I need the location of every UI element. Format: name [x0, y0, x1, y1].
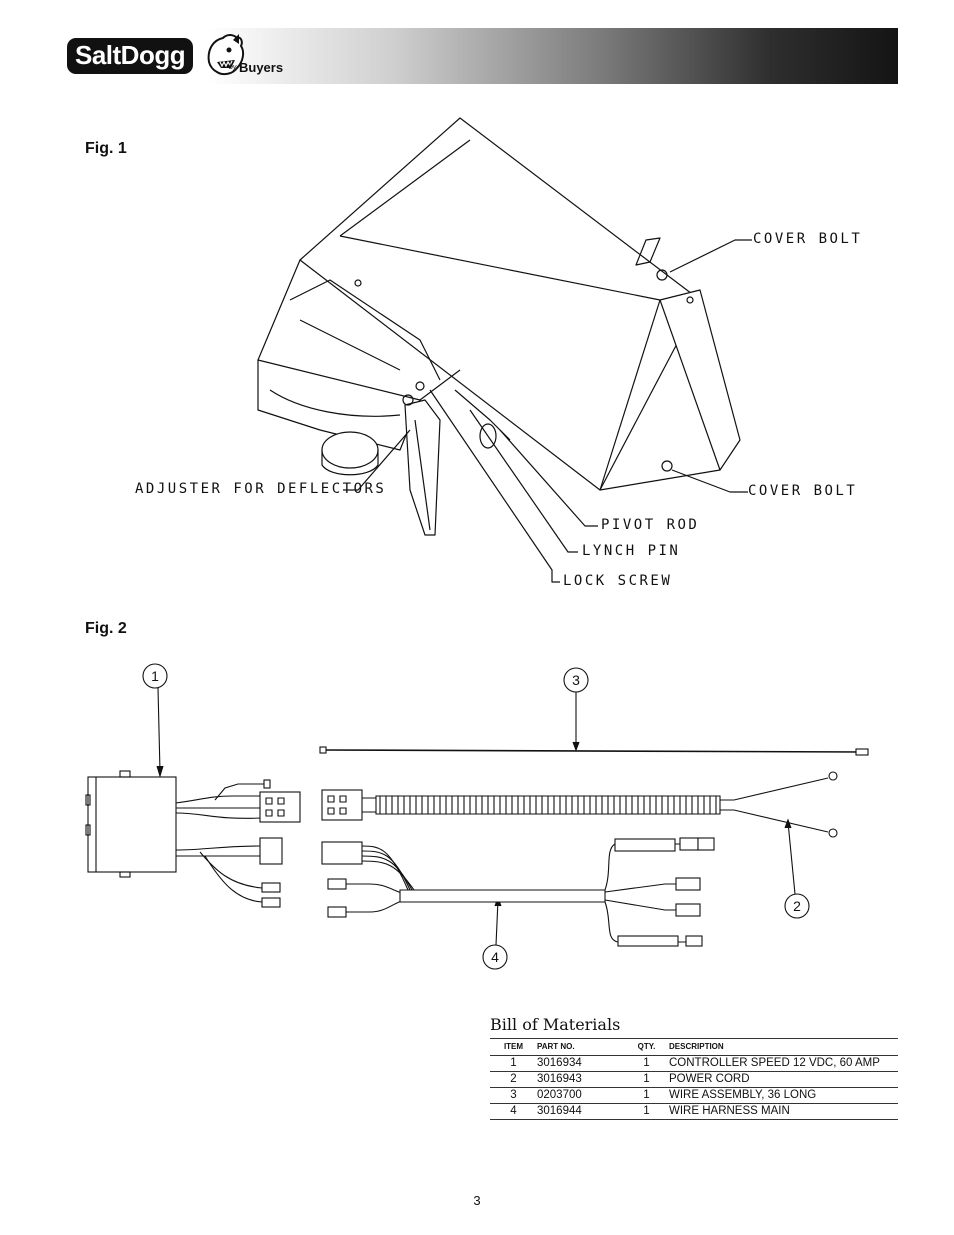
- bom-qty: 1: [624, 1087, 669, 1104]
- callout-adjuster: ADJUSTER FOR DEFLECTORS: [135, 481, 387, 497]
- bubble-1: 1: [151, 668, 159, 684]
- logo-by: by: [229, 64, 237, 71]
- callout-lynch-pin: LYNCH PIN: [582, 543, 681, 559]
- bom-table: ITEM PART NO. QTY. DESCRIPTION 1 3016934…: [490, 1038, 898, 1120]
- bom-part: 3016934: [537, 1055, 624, 1072]
- bom-header-item: ITEM: [490, 1038, 537, 1056]
- fig2-wiring-drawing: [85, 663, 869, 970]
- bubble-3: 3: [572, 672, 580, 688]
- bom-qty: 1: [624, 1055, 669, 1072]
- header-banner: SaltDogg by Buyers: [57, 28, 898, 84]
- bom-qty: 1: [624, 1071, 669, 1088]
- bom-desc: POWER CORD: [669, 1071, 898, 1088]
- fig2-label: Fig. 2: [85, 620, 127, 637]
- table-row: 4 3016944 1 WIRE HARNESS MAIN: [490, 1103, 898, 1120]
- bom-header-part: PART NO.: [537, 1038, 624, 1056]
- bubble-4: 4: [491, 949, 499, 965]
- table-row: 3 0203700 1 WIRE ASSEMBLY, 36 LONG: [490, 1087, 898, 1104]
- callout-cover-bolt-top: COVER BOLT: [753, 231, 863, 247]
- logo-name: SaltDogg: [67, 38, 194, 74]
- dog-mascot-icon: [207, 34, 245, 76]
- bom-desc: WIRE HARNESS MAIN: [669, 1103, 898, 1120]
- logo-brand: Buyers: [239, 60, 284, 75]
- bom-qty: 1: [624, 1103, 669, 1120]
- callout-pivot-rod: PIVOT ROD: [601, 517, 700, 533]
- callout-lock-screw: LOCK SCREW: [563, 573, 673, 589]
- bubble-2: 2: [793, 898, 801, 914]
- bom-item: 3: [490, 1087, 537, 1104]
- bom-header-desc: DESCRIPTION: [669, 1038, 898, 1056]
- page-number: 3: [473, 1193, 481, 1208]
- fig1-label: Fig. 1: [85, 140, 127, 157]
- bom-item: 4: [490, 1103, 537, 1120]
- table-row: 1 3016934 1 CONTROLLER SPEED 12 VDC, 60 …: [490, 1055, 898, 1072]
- fig1-spinner-drawing: [257, 117, 752, 583]
- bom-header-qty: QTY.: [624, 1038, 669, 1056]
- bom-item: 1: [490, 1055, 537, 1072]
- bom-header-row: ITEM PART NO. QTY. DESCRIPTION: [490, 1038, 898, 1056]
- table-row: 2 3016943 1 POWER CORD: [490, 1071, 898, 1088]
- bom-part: 0203700: [537, 1087, 624, 1104]
- callout-cover-bolt-bottom: COVER BOLT: [748, 483, 858, 499]
- bom-part: 3016944: [537, 1103, 624, 1120]
- bom-part: 3016943: [537, 1071, 624, 1088]
- bom-item: 2: [490, 1071, 537, 1088]
- bom-desc: CONTROLLER SPEED 12 VDC, 60 AMP: [669, 1055, 898, 1072]
- saltdogg-logo: SaltDogg by Buyers: [67, 34, 297, 80]
- bom-title: Bill of Materials: [490, 1015, 621, 1034]
- bom-desc: WIRE ASSEMBLY, 36 LONG: [669, 1087, 898, 1104]
